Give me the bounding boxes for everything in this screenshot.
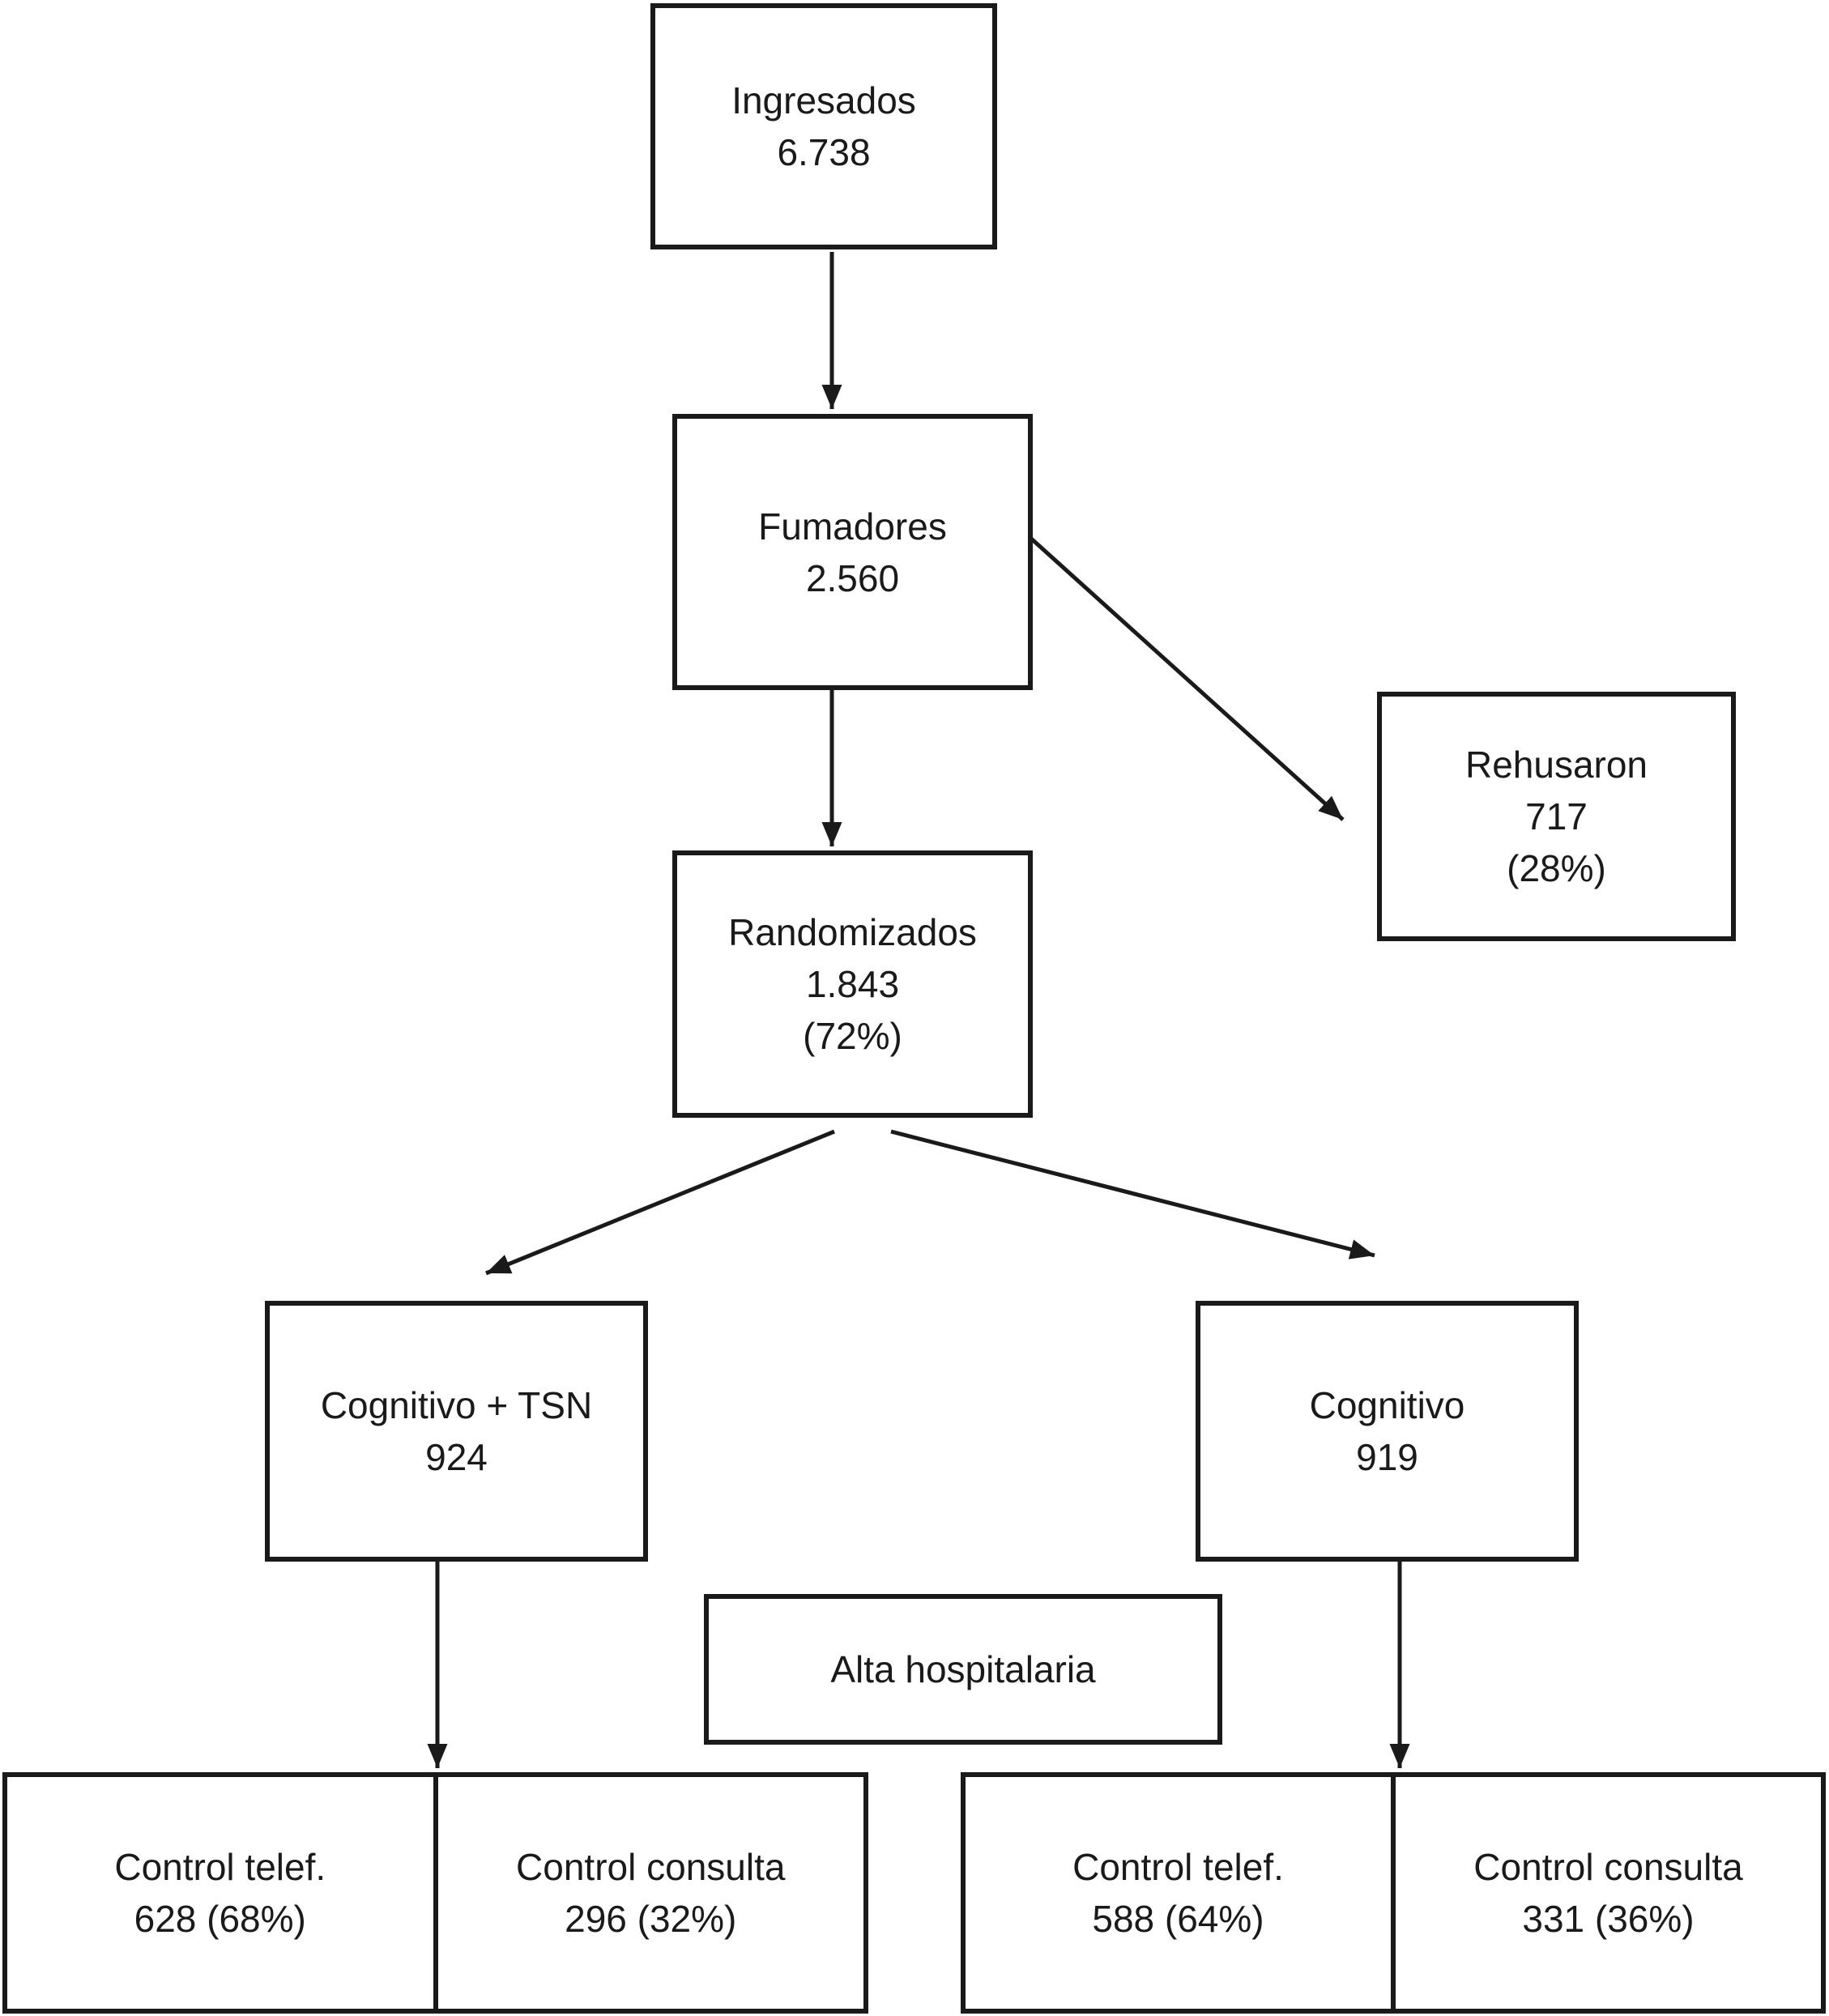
arrow-randomizados-to-cognitivo xyxy=(890,1129,1375,1259)
arrow-randomizados-to-cognitivo-tsn xyxy=(485,1129,835,1276)
group-controls-cognitivo-tsn: Control telef. 628 (68%) Control consult… xyxy=(2,1772,868,2014)
node-control-consulta-tsn: Control consulta 296 (32%) xyxy=(433,1777,864,2009)
node-label: Control telef. xyxy=(1072,1846,1284,1888)
node-label: Control telef. xyxy=(114,1846,326,1888)
node-label: Control consulta xyxy=(1473,1846,1743,1888)
node-label: Control consulta xyxy=(516,1846,786,1888)
node-value: 1.843 xyxy=(805,963,900,1005)
node-label: Alta hospitalaria xyxy=(830,1648,1096,1690)
node-rehusaron: Rehusaron 717 (28%) xyxy=(1377,692,1736,941)
node-ingresados: Ingresados 6.738 xyxy=(650,3,997,249)
node-value: 924 xyxy=(425,1436,488,1478)
node-control-telef-cog: Control telef. 588 (64%) xyxy=(966,1777,1391,2009)
node-value: 628 (68%) xyxy=(134,1898,306,1940)
node-value: 6.738 xyxy=(777,131,871,173)
node-value: 331 (36%) xyxy=(1522,1898,1695,1940)
node-control-telef-tsn: Control telef. 628 (68%) xyxy=(7,1777,433,2009)
node-label: Ingresados xyxy=(731,79,916,121)
node-value: 2.560 xyxy=(805,556,900,599)
node-cognitivo-tsn: Cognitivo + TSN 924 xyxy=(265,1301,648,1562)
node-control-consulta-cog: Control consulta 331 (36%) xyxy=(1391,1777,1821,2009)
node-fumadores: Fumadores 2.560 xyxy=(672,414,1033,690)
node-alta-hospitalaria: Alta hospitalaria xyxy=(704,1594,1222,1745)
node-label: Rehusaron xyxy=(1464,744,1648,786)
node-percent: (72%) xyxy=(803,1015,902,1057)
node-label: Cognitivo + TSN xyxy=(320,1384,593,1426)
node-cognitivo: Cognitivo 919 xyxy=(1196,1301,1579,1562)
node-label: Randomizados xyxy=(728,911,977,953)
group-controls-cognitivo: Control telef. 588 (64%) Control consult… xyxy=(961,1772,1826,2014)
node-value: 717 xyxy=(1525,795,1588,838)
node-percent: (28%) xyxy=(1507,847,1606,889)
node-value: 296 (32%) xyxy=(565,1898,737,1940)
node-randomizados: Randomizados 1.843 (72%) xyxy=(672,850,1033,1118)
node-label: Fumadores xyxy=(758,505,947,548)
node-label: Cognitivo xyxy=(1309,1384,1465,1426)
arrow-fumadores-to-rehusaron xyxy=(1029,536,1345,821)
node-value: 588 (64%) xyxy=(1092,1898,1264,1940)
node-value: 919 xyxy=(1356,1436,1418,1478)
